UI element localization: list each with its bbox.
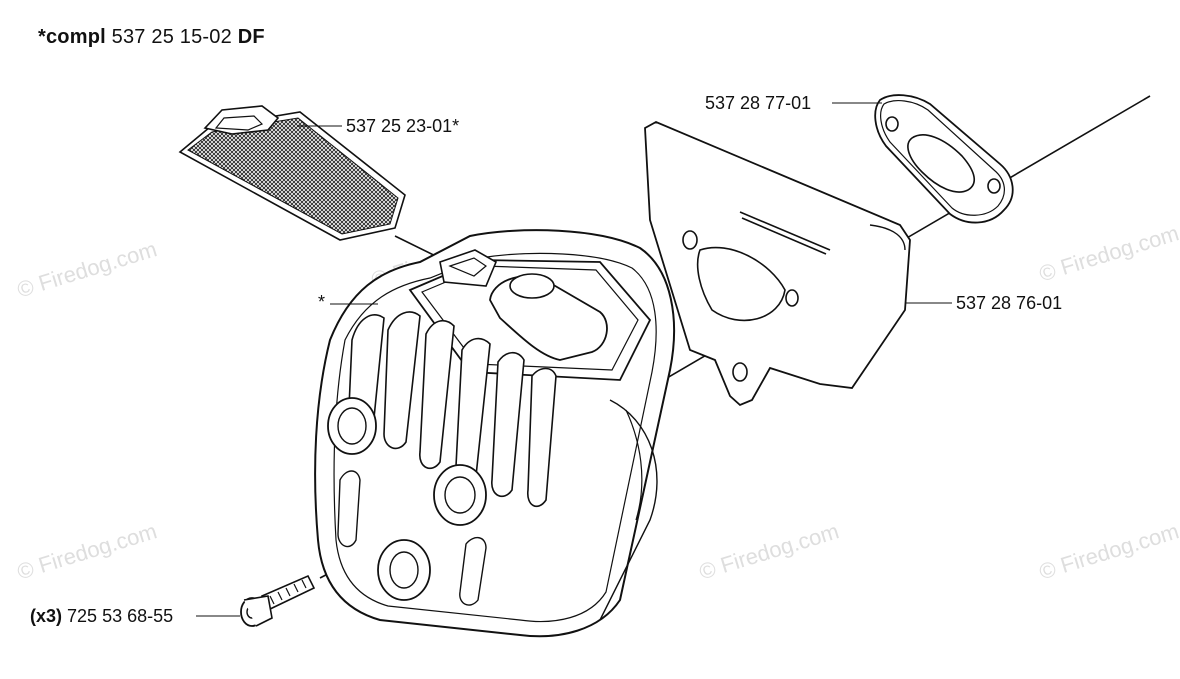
assembly-part-number: 537 25 15-02 — [111, 26, 232, 48]
screw-part-number: 725 53 68-55 — [67, 606, 174, 626]
filter-part-number: 537 25 23-01* — [346, 116, 460, 136]
assembly-suffix: DF — [237, 26, 265, 48]
plate-part-number: 537 28 76-01 — [956, 293, 1063, 313]
muffler-asterisk: * — [318, 292, 326, 312]
assembly-title: *compl 537 25 15-02 DF — [38, 26, 265, 49]
screw — [240, 574, 316, 627]
gasket-part-number: 537 28 77-01 — [705, 93, 812, 113]
screw-quantity: (x3) — [30, 606, 63, 626]
exhaust-gasket — [874, 94, 1014, 224]
spark-arrestor-screen — [178, 105, 406, 241]
mounting-plate — [644, 121, 911, 407]
muffler-body — [314, 229, 676, 638]
screw-callout: (x3) 725 53 68-55 — [30, 607, 173, 625]
assembly-prefix: *compl — [38, 26, 106, 48]
